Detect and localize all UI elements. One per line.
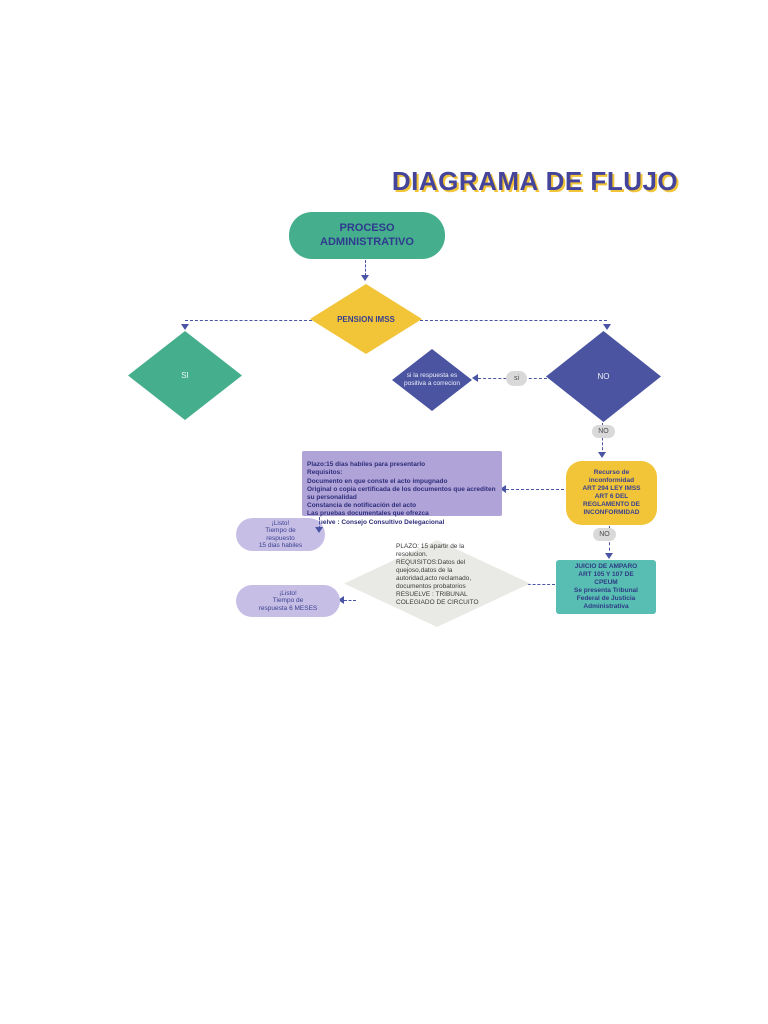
connector-no-to-recurso [602, 423, 603, 455]
connector-label-no-2: NO [593, 528, 616, 541]
connector-label-si-text: si [513, 375, 520, 382]
node-juicio-amparo-text: JUICIO DE AMPARO ART 105 Y 107 DE CPEUM … [574, 562, 638, 611]
arrowhead-down-si [181, 324, 189, 330]
connector-pension-to-no [420, 320, 607, 321]
arrowhead-left-listo-6m [338, 596, 344, 604]
arrowhead-left-requisitos [500, 485, 506, 493]
decision-no-label: NO [597, 372, 610, 381]
connector-label-no-2-text: NO [599, 531, 610, 538]
connector-recurso-to-requisitos [506, 489, 564, 490]
decision-respuesta-label: si la respuesta es positiva a correcion [404, 371, 460, 387]
arrowhead-down-pension [361, 275, 369, 281]
arrowhead-down-amparo [605, 553, 613, 559]
node-recurso-label: Recurso de inconformidad ART 294 LEY IMS… [582, 468, 641, 517]
connector-pension-to-si [185, 320, 312, 321]
connector-requisitos-to-listo [319, 517, 320, 529]
arrowhead-left-respuesta [472, 374, 478, 382]
start-node-proceso-administrativo: PROCESO ADMINISTRATIVO [289, 212, 445, 259]
connector-recurso-to-amparo [609, 526, 610, 556]
decision-si-label: SI [181, 371, 189, 380]
connector-start-to-pension [365, 260, 366, 276]
node-listo-15-dias: ¡Listo! Tiempo de respuesto 15 dias habi… [236, 518, 325, 551]
connector-label-no-1-text: NO [598, 428, 609, 435]
page-title: DIAGRAMA DE FLUJO [391, 166, 679, 196]
node-amparo-detalle-shape [344, 540, 530, 627]
start-node-label: PROCESO ADMINISTRATIVO [320, 222, 414, 248]
connector-label-no-1: NO [592, 425, 615, 438]
arrowhead-down-recurso [598, 452, 606, 458]
node-amparo-detalle-text: PLAZO: 15 apartir de la resolucion. REQU… [396, 543, 479, 606]
arrowhead-down-no [603, 324, 611, 330]
node-recurso-inconformidad: Recurso de inconformidad ART 294 LEY IMS… [566, 461, 657, 525]
node-listo-6-meses-text: ¡Listo! Tiempo de respuesta 6 MESES [258, 589, 318, 612]
decision-no: NO [546, 331, 661, 422]
decision-pension-imss: PENSION IMSS [310, 284, 422, 354]
node-listo-6-meses: ¡Listo! Tiempo de respuesta 6 MESES [236, 585, 340, 617]
connector-detalle-to-listo-6m [344, 600, 356, 601]
node-requisitos-text: Plazo:15 dias habiles para presentarlo R… [307, 461, 496, 526]
connector-label-si: si [506, 371, 527, 386]
arrowhead-down-listo-15 [315, 527, 323, 533]
decision-si: SI [128, 331, 242, 420]
node-listo-15-dias-text: ¡Listo! Tiempo de respuesto 15 dias habi… [258, 519, 303, 549]
connector-amparo-to-detalle [518, 584, 555, 585]
node-juicio-amparo: JUICIO DE AMPARO ART 105 Y 107 DE CPEUM … [556, 560, 656, 614]
node-requisitos-recurso: Plazo:15 dias habiles para presentarlo R… [302, 451, 502, 526]
decision-respuesta-positiva: si la respuesta es positiva a correcion [392, 349, 472, 411]
decision-pension-label: PENSION IMSS [337, 314, 395, 324]
